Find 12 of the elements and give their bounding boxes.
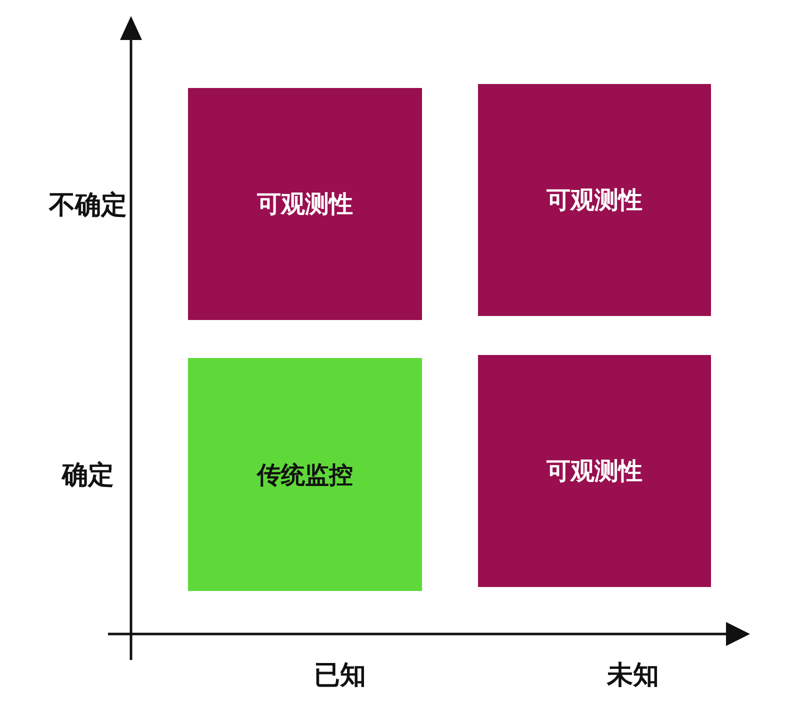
quadrant-label: 传统监控 (257, 460, 353, 490)
axis-label: 不确定 (49, 190, 127, 222)
quadrant-label: 可观测性 (257, 189, 353, 220)
axis-label: 未知 (607, 660, 659, 692)
quadrant-box (188, 88, 422, 320)
axis-label: 确定 (62, 460, 114, 492)
quadrant-label: 可观测性 (546, 185, 642, 216)
quadrant-box (478, 355, 711, 587)
axis-label: 已知 (314, 660, 366, 692)
quadrant-label: 可观测性 (546, 456, 642, 487)
quadrant-box (478, 84, 711, 316)
quadrant-box (188, 358, 422, 591)
